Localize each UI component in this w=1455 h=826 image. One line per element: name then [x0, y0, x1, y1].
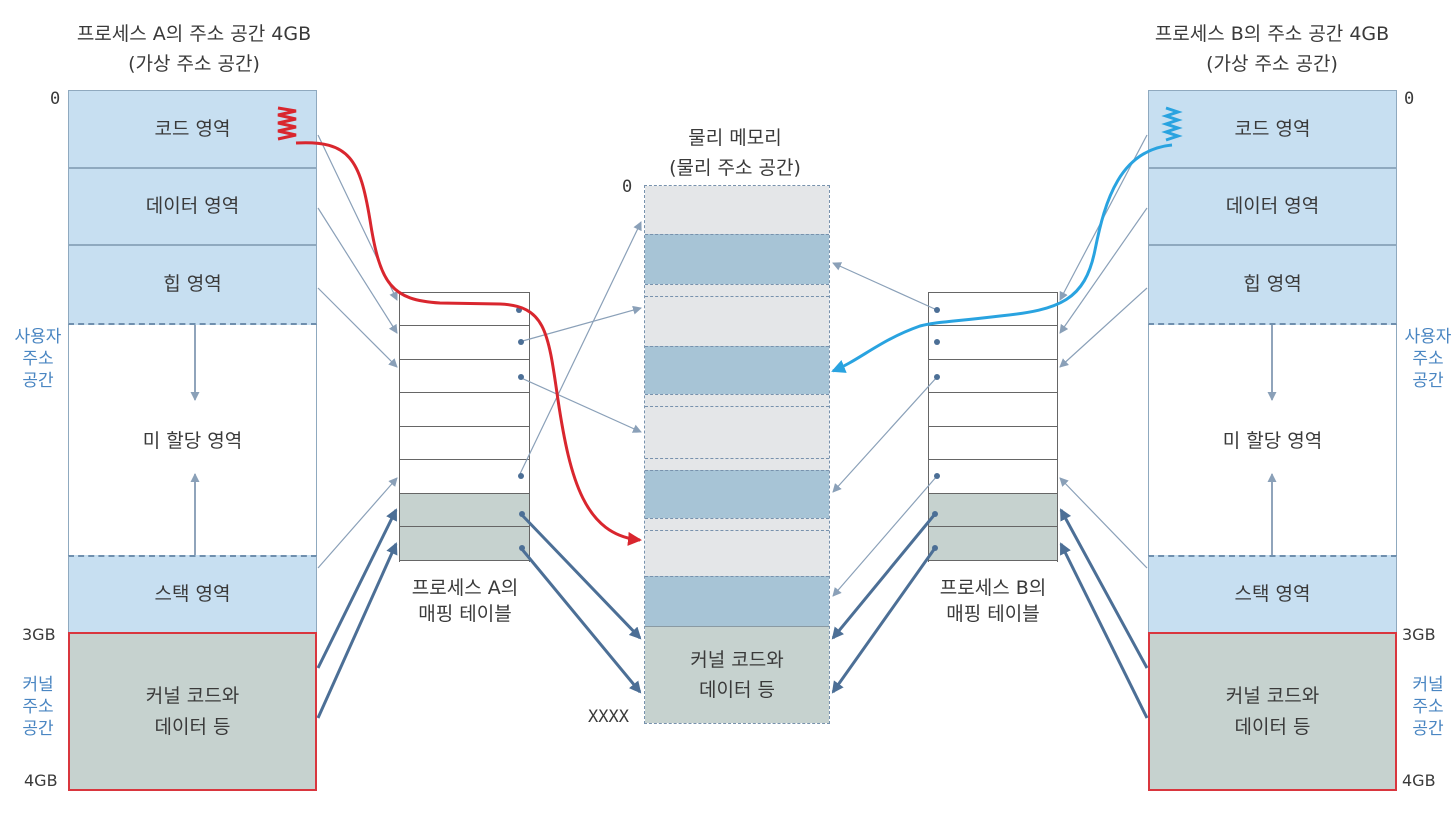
physical-memory-title: 물리 메모리 — [688, 127, 782, 149]
process-a-code-region: 코드 영역 — [68, 90, 317, 168]
process-b-address-space: 코드 영역 데이터 영역 힙 영역 미 할당 영역 스택 영역 커널 코드와 데… — [1148, 90, 1397, 791]
table-row — [929, 393, 1057, 427]
table-row — [929, 360, 1057, 393]
process-b-kernel-space-label: 커널 주소 공간 — [1412, 675, 1444, 740]
physical-kernel-region: 커널 코드와 데이터 등 — [645, 626, 829, 723]
process-a-table-label: 프로세스 A의 매핑 테이블 — [411, 577, 519, 625]
process-b-data-region: 데이터 영역 — [1148, 168, 1397, 245]
memory-frame — [645, 470, 829, 518]
mapping-arrow — [317, 207, 398, 334]
process-a-stack-region: 스택 영역 — [68, 555, 317, 633]
table-row — [400, 460, 529, 494]
process-a-addr-3gb: 3GB — [22, 625, 56, 644]
process-b-addr-3gb: 3GB — [1402, 625, 1436, 644]
table-row — [400, 494, 529, 527]
process-b-kernel-region: 커널 코드와 데이터 등 — [1148, 632, 1397, 791]
process-b-addr-0: 0 — [1404, 89, 1415, 109]
process-b-addr-4gb: 4GB — [1402, 771, 1436, 790]
process-a-heap-region: 힙 영역 — [68, 245, 317, 325]
process-b-code-region: 코드 영역 — [1148, 90, 1397, 168]
mapping-arrow — [317, 477, 398, 569]
memory-frame — [645, 458, 829, 470]
process-a-kernel-space-label: 커널 주소 공간 — [22, 675, 54, 740]
process-b-table-label: 프로세스 B의 매핑 테이블 — [939, 577, 1047, 625]
mapping-arrow — [1059, 477, 1148, 569]
kernel-mapping-arrow — [831, 513, 937, 640]
mapping-arrow — [518, 376, 642, 433]
table-row — [400, 360, 529, 393]
process-a-address-space: 코드 영역 데이터 영역 힙 영역 미 할당 영역 스택 영역 커널 코드와 데… — [68, 90, 317, 791]
kernel-mapping-arrow — [1059, 542, 1149, 719]
physical-memory-addr-0: 0 — [622, 177, 633, 197]
process-a-addr-4gb: 4GB — [24, 771, 58, 790]
memory-frame — [645, 406, 829, 458]
table-row — [400, 527, 529, 561]
memory-frame — [645, 518, 829, 530]
process-a-mapping-table — [399, 292, 530, 562]
memory-frame — [645, 296, 829, 346]
mapping-arrow — [518, 221, 642, 477]
memory-frame — [645, 346, 829, 394]
process-a-user-space-label: 사용자 주소 공간 — [14, 327, 62, 392]
kernel-mapping-arrow — [831, 547, 937, 694]
mapping-arrow — [832, 376, 938, 493]
process-b-stack-region: 스택 영역 — [1148, 555, 1397, 633]
memory-frame — [645, 394, 829, 406]
mapping-arrow — [317, 134, 398, 301]
process-a-unallocated-region: 미 할당 영역 — [69, 325, 316, 557]
table-row — [929, 527, 1057, 561]
kernel-mapping-arrow — [316, 542, 398, 719]
mapping-arrow — [832, 475, 938, 597]
table-row — [929, 427, 1057, 460]
table-row — [929, 326, 1057, 360]
physical-memory-addr-end: XXXX — [588, 707, 629, 727]
mapping-arrow — [317, 287, 398, 368]
kernel-mapping-arrow — [316, 508, 398, 669]
process-b-title: 프로세스 B의 주소 공간 4GB — [1154, 23, 1390, 45]
process-a-addr-0: 0 — [50, 89, 61, 109]
mapping-arrow — [832, 262, 938, 311]
mapping-arrow — [518, 305, 642, 343]
memory-frame — [645, 186, 829, 234]
process-b-unallocated-region: 미 할당 영역 — [1149, 325, 1396, 557]
table-row — [400, 427, 529, 460]
process-a-title: 프로세스 A의 주소 공간 4GB — [76, 23, 312, 45]
process-b-subtitle: (가상 주소 공간) — [1206, 53, 1338, 75]
physical-memory-subtitle: (물리 주소 공간) — [669, 157, 801, 179]
memory-frame — [645, 234, 829, 284]
kernel-mapping-arrow — [519, 512, 642, 640]
memory-frame — [645, 576, 829, 626]
kernel-mapping-arrow — [1059, 508, 1149, 669]
memory-frame — [645, 284, 829, 296]
kernel-mapping-arrow — [519, 547, 642, 694]
table-row — [400, 293, 529, 326]
process-b-heap-region: 힙 영역 — [1148, 245, 1397, 325]
mapping-arrow — [1059, 134, 1148, 301]
process-a-kernel-region: 커널 코드와 데이터 등 — [68, 632, 317, 791]
physical-memory: 커널 코드와 데이터 등 — [644, 185, 830, 724]
table-row — [929, 293, 1057, 326]
process-a-data-region: 데이터 영역 — [68, 168, 317, 245]
table-row — [929, 460, 1057, 494]
process-b-user-space-label: 사용자 주소 공간 — [1404, 327, 1452, 392]
process-a-subtitle: (가상 주소 공간) — [128, 53, 260, 75]
mapping-arrow — [1059, 207, 1148, 334]
memory-frame — [645, 530, 829, 576]
table-row — [929, 494, 1057, 527]
process-b-mapping-table — [928, 292, 1058, 562]
mapping-arrow — [1059, 287, 1148, 368]
table-row — [400, 326, 529, 360]
table-row — [400, 393, 529, 427]
